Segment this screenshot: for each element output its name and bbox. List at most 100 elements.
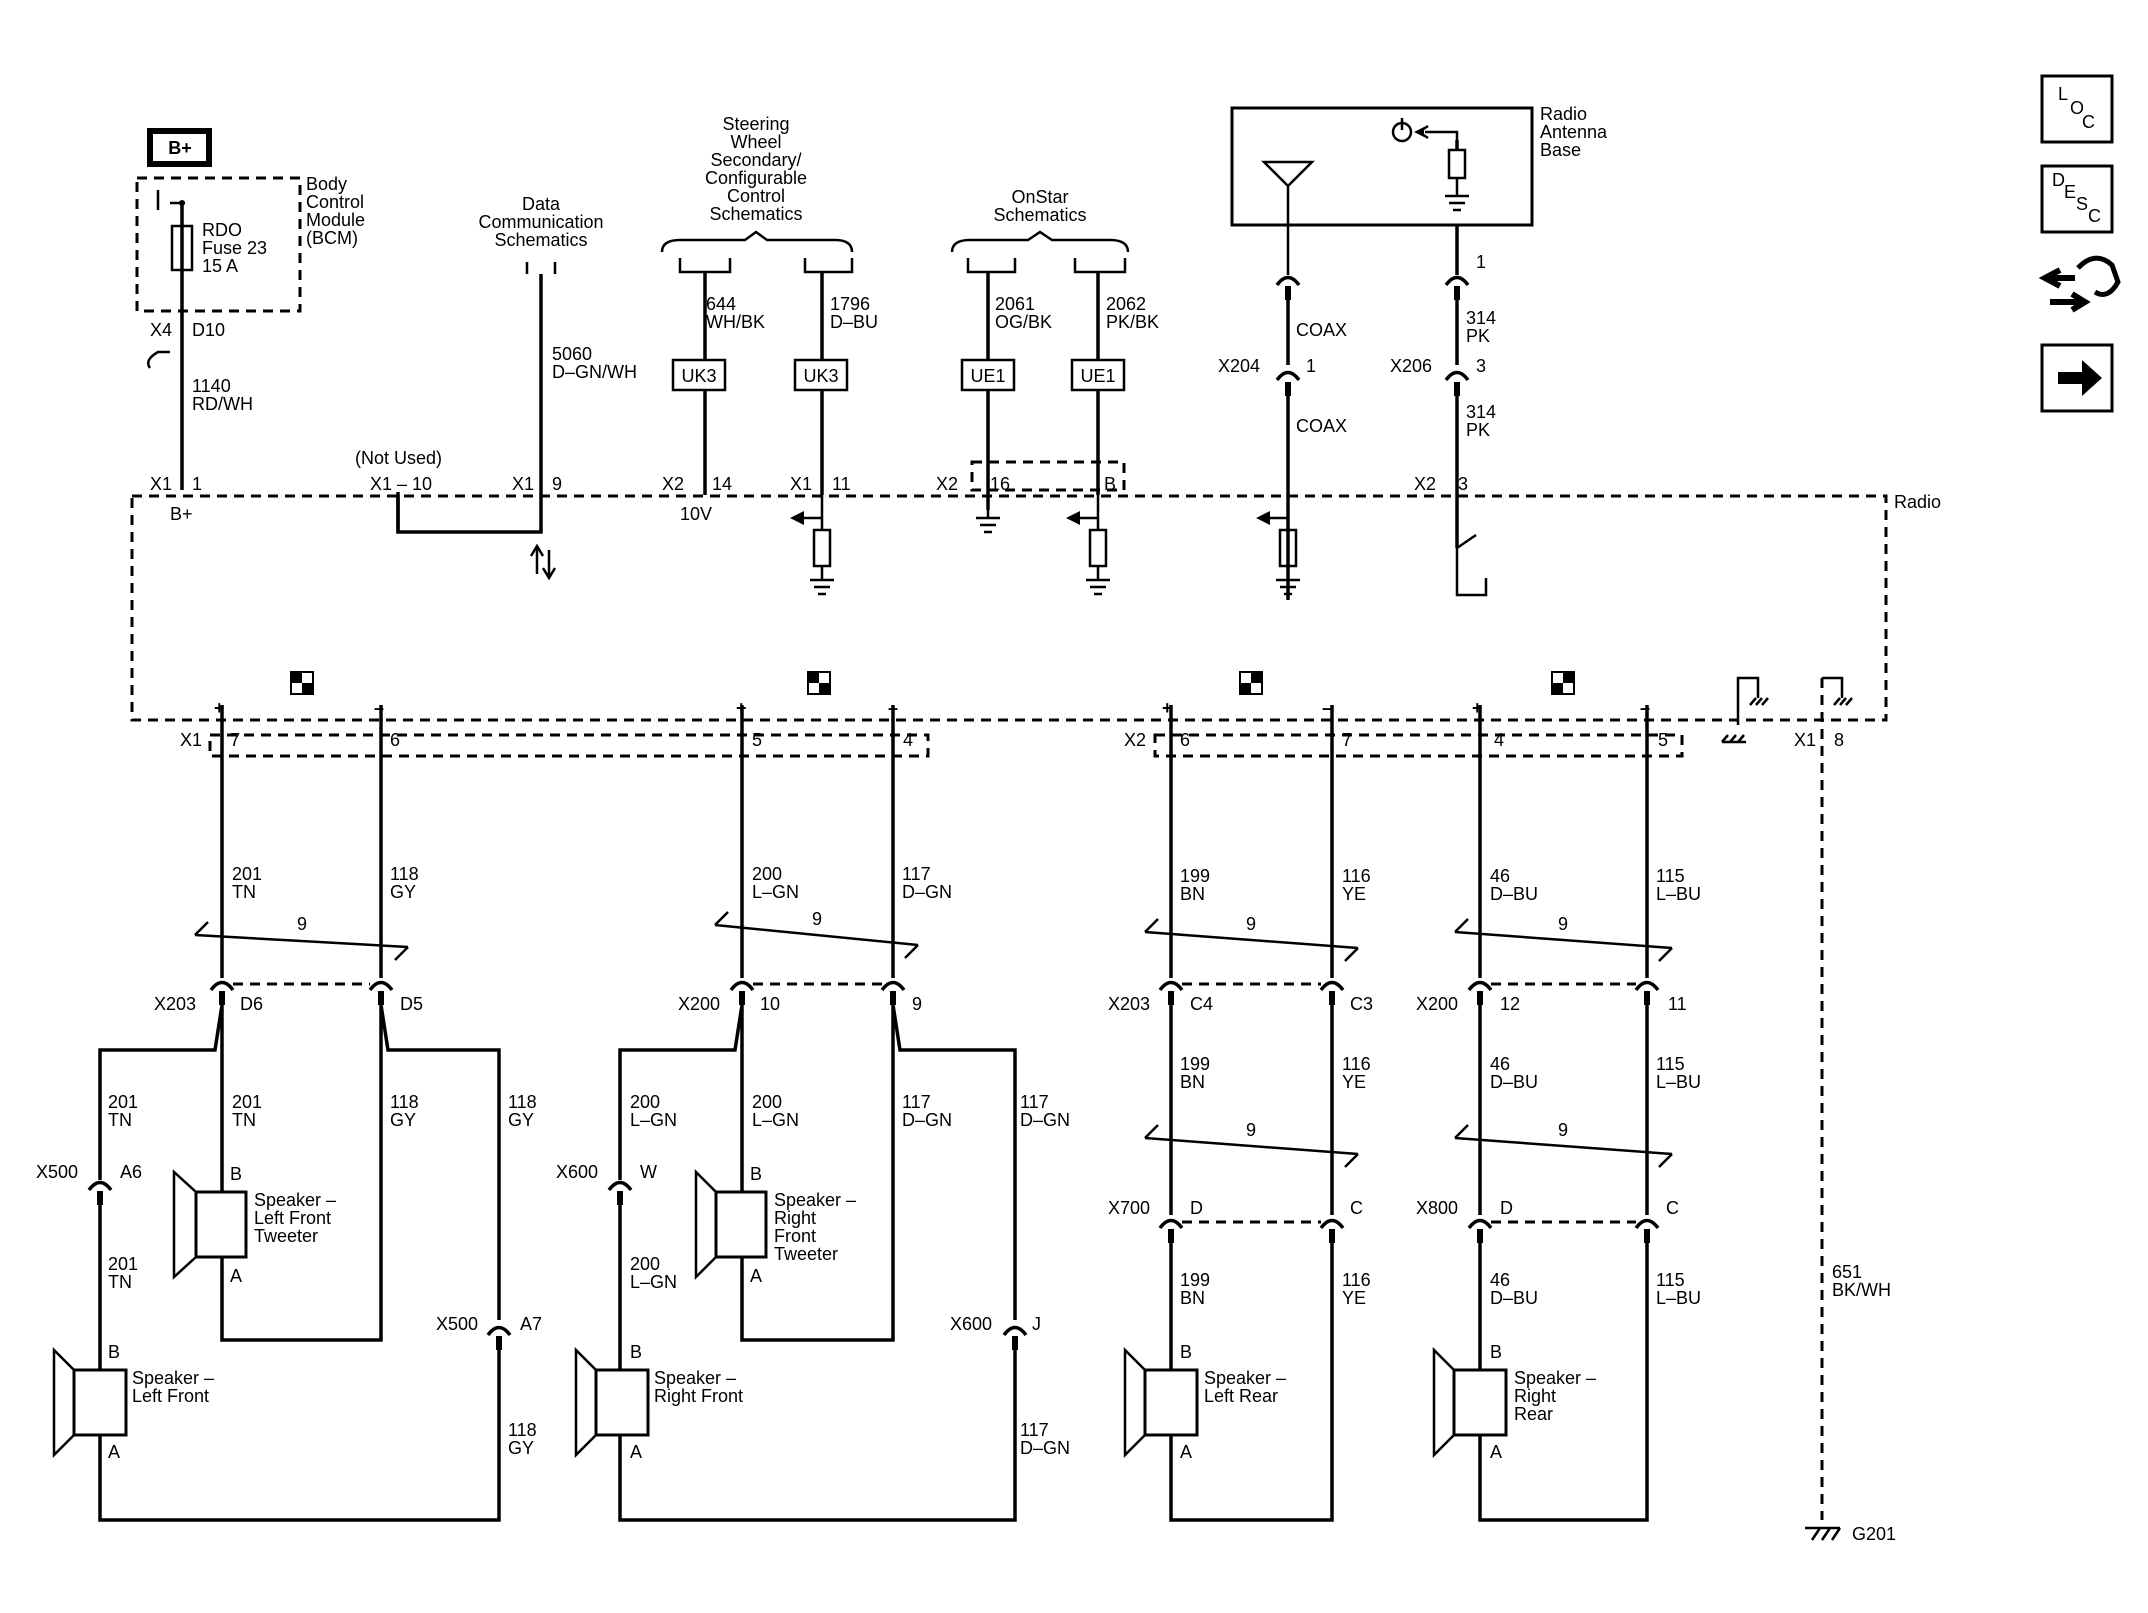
uk3-label: UK3 <box>681 366 716 386</box>
w116-color: YE <box>1342 884 1366 904</box>
x2-pin3-conn: X2 <box>1414 474 1436 494</box>
w46-color: D–BU <box>1490 884 1538 904</box>
plus-4: + <box>1472 698 1483 718</box>
x600b-label: X600 <box>950 1314 992 1334</box>
onstar: OnStar Schematics 2061 OG/BK 2062 PK/BK … <box>950 187 1159 510</box>
rr-label-3: Rear <box>1514 1404 1553 1424</box>
w200b-num: 200 <box>630 1092 660 1112</box>
rr-pin-b: B <box>1490 1342 1502 1362</box>
antenna-2: Antenna <box>1540 122 1608 142</box>
w116b-num: 116 <box>1342 1054 1371 1074</box>
antenna-power: 1 314 PK X206 3 314 PK <box>1390 252 1496 597</box>
x200-pin9: 9 <box>912 994 922 1014</box>
x206-label: X206 <box>1390 356 1432 376</box>
w118-num: 118 <box>390 864 419 884</box>
rft-pin-b: B <box>750 1164 762 1184</box>
rr-label-1: Speaker – <box>1514 1368 1596 1388</box>
w201-color: TN <box>232 882 256 902</box>
body-control-module: Body Control Module (BCM) RDO Fuse 23 15… <box>135 174 365 490</box>
rft-label-2: Right <box>774 1208 816 1228</box>
w116c-color: YE <box>1342 1288 1366 1308</box>
w115-color: L–BU <box>1656 884 1701 904</box>
lr-pin-a: A <box>1180 1442 1192 1462</box>
plus-1: + <box>214 698 225 718</box>
x2-pin14-conn: X2 <box>662 474 684 494</box>
rr-label-2: Right <box>1514 1386 1556 1406</box>
x1-pin9-conn: X1 <box>512 474 534 494</box>
not-used-label: (Not Used) <box>355 448 442 468</box>
w651-num: 651 <box>1832 1262 1862 1282</box>
lft-label-3: Tweeter <box>254 1226 318 1246</box>
x700-pin-d: D <box>1190 1198 1203 1218</box>
data-comm-1: Data <box>522 194 561 214</box>
d6-label: D6 <box>240 994 263 1014</box>
rf-pin-a: A <box>630 1442 642 1462</box>
bplus-source: B+ <box>147 128 212 167</box>
minus-4: – <box>1640 698 1650 718</box>
w117c-color: D–GN <box>1020 1110 1070 1130</box>
x200-pin12: 12 <box>1500 994 1520 1014</box>
wire-2062-color: PK/BK <box>1106 312 1159 332</box>
w115b-num: 115 <box>1656 1054 1685 1074</box>
wire-1140-color: RD/WH <box>192 394 253 414</box>
rf-pin-b: B <box>630 1342 642 1362</box>
a6-label: A6 <box>120 1162 142 1182</box>
w46c-num: 46 <box>1490 1270 1510 1290</box>
wire-5060-color: D–GN/WH <box>552 362 637 382</box>
x1-pin1: 1 <box>192 474 202 494</box>
w199c-num: 199 <box>1180 1270 1210 1290</box>
x500b-label: X500 <box>436 1314 478 1334</box>
x2-pin14: 14 <box>712 474 732 494</box>
x600-label: X600 <box>556 1162 598 1182</box>
w116-num: 116 <box>1342 866 1371 886</box>
w200d-color: L–GN <box>630 1272 677 1292</box>
fuse-label-1: RDO <box>202 220 242 240</box>
pin-7b: 7 <box>1342 730 1352 750</box>
x2-output-conn: X2 <box>1124 730 1146 750</box>
loc-letter-o: O <box>2070 98 2084 118</box>
left-front-channel: 201 TN 118 GY 9 X203 D6 D5 201 TN 201 TN… <box>36 705 542 1522</box>
lft-pin-a: A <box>230 1266 242 1286</box>
desc-letter-c: C <box>2088 206 2101 226</box>
w117b-num: 117 <box>902 1092 931 1112</box>
fuse-label-2: Fuse 23 <box>202 238 267 258</box>
speaker-icon <box>52 1346 128 1459</box>
pin-4b: 4 <box>1494 730 1504 750</box>
location-button[interactable]: L O C <box>2040 74 2114 144</box>
connector-end-view-icon[interactable] <box>2038 255 2121 313</box>
rf-label-2: Right Front <box>654 1386 743 1406</box>
w201b-num: 201 <box>108 1092 138 1112</box>
radio-label: Radio <box>1894 492 1941 512</box>
wire-314-num-1: 314 <box>1466 308 1496 328</box>
a7-label: A7 <box>520 1314 542 1334</box>
w117c-num: 117 <box>1020 1092 1049 1112</box>
wire-1140-num: 1140 <box>192 376 231 396</box>
x204-pin: 1 <box>1306 356 1316 376</box>
wire-1796-color: D–BU <box>830 312 878 332</box>
data-communication: Data Communication Schematics 5060 D–GN/… <box>396 194 637 581</box>
right-front-channel: 200 L–GN 117 D–GN 9 X200 10 9 200 L–GN 2… <box>556 705 1070 1522</box>
x800-label: X800 <box>1416 1198 1458 1218</box>
rf-label-1: Speaker – <box>654 1368 736 1388</box>
next-arrow-button[interactable] <box>2040 343 2114 413</box>
lf-pin-a: A <box>108 1442 120 1462</box>
w200-num: 200 <box>752 864 782 884</box>
twist-2: 9 <box>812 909 822 929</box>
g201-label: G201 <box>1852 1524 1896 1544</box>
lft-pin-b: B <box>230 1164 242 1184</box>
w199-num: 199 <box>1180 866 1210 886</box>
x1-ground-conn: X1 <box>1794 730 1816 750</box>
fuse-label-3: 15 A <box>202 256 238 276</box>
wire-644-num: 644 <box>706 294 736 314</box>
description-button[interactable]: D E S C <box>2040 164 2114 234</box>
w199b-color: BN <box>1180 1072 1205 1092</box>
x1-pin1-conn: X1 <box>150 474 172 494</box>
w-pin-label: W <box>640 1162 657 1182</box>
swc-3: Secondary/ <box>710 150 801 170</box>
uk3-label-2: UK3 <box>803 366 838 386</box>
x700-pin-c: C <box>1350 1198 1363 1218</box>
w201c-num: 201 <box>232 1092 262 1112</box>
loc-letter-l: L <box>2058 84 2068 104</box>
data-comm-3: Schematics <box>494 230 587 250</box>
